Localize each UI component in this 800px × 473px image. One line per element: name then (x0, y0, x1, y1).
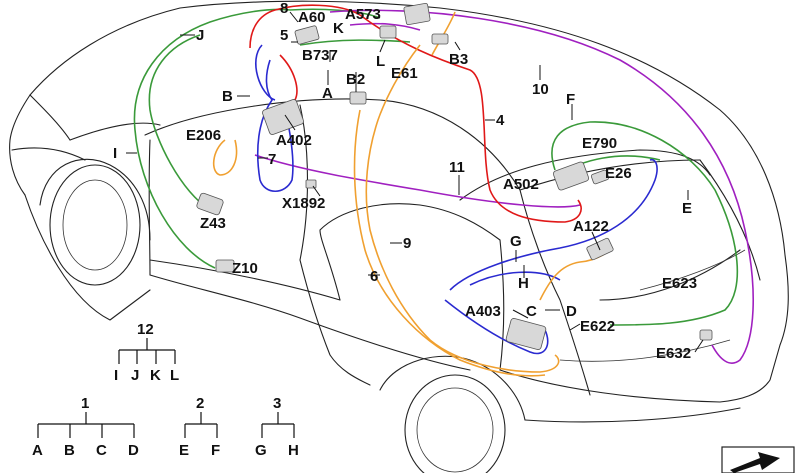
label-z10: Z10 (232, 260, 258, 277)
label-b2: B2 (346, 71, 365, 88)
legend-12-item-k: K (150, 367, 161, 384)
wire-harness-purple (254, 9, 755, 364)
label-f: F (566, 91, 575, 108)
label-e790: E790 (582, 135, 617, 152)
label-h: H (518, 275, 529, 292)
part-x1892 (305, 179, 317, 189)
label-e206: E206 (186, 127, 221, 144)
label-a402: A402 (276, 132, 312, 149)
legend-2-item-e: E (179, 442, 189, 459)
legend-1-item-c: C (96, 442, 107, 459)
legend-3-item-g: G (255, 442, 267, 459)
label-l: L (376, 53, 385, 70)
label-d: D (566, 303, 577, 320)
label-a122: A122 (573, 218, 609, 235)
label-c: C (526, 303, 537, 320)
part-e632 (699, 329, 713, 341)
label-a60: A60 (298, 9, 326, 26)
part-b3 (431, 33, 449, 45)
part-a502 (552, 161, 590, 191)
part-b737 (379, 25, 397, 39)
legend-group-12: 12 I J K L (114, 321, 179, 384)
label-8: 8 (280, 0, 288, 17)
legend-group-2: 2 E F (179, 395, 220, 459)
legend-2-item-f: F (211, 442, 220, 459)
label-a: A (322, 85, 333, 102)
legend-2-title: 2 (196, 395, 204, 412)
label-e: E (682, 200, 692, 217)
legend-1-item-b: B (64, 442, 75, 459)
leader-lines (126, 11, 704, 353)
legend-12-item-j: J (131, 367, 139, 384)
label-i: I (113, 145, 117, 162)
component-parts (196, 2, 713, 350)
wire-harness-orange (212, 11, 613, 377)
label-4: 4 (496, 112, 505, 129)
legend-12-item-i: I (114, 367, 118, 384)
wire-harness-red (249, 4, 582, 223)
label-x1892: X1892 (282, 195, 325, 212)
label-b: B (222, 88, 233, 105)
label-e26: E26 (605, 165, 632, 182)
label-a403: A403 (465, 303, 501, 320)
legend-3-item-h: H (288, 442, 299, 459)
legend-1-item-a: A (32, 442, 43, 459)
label-k: K (333, 20, 344, 37)
label-z43: Z43 (200, 215, 226, 232)
part-b2 (349, 91, 367, 105)
label-e61: E61 (391, 65, 418, 82)
label-10: 10 (532, 81, 549, 98)
legend-1-title: 1 (81, 395, 89, 412)
legend-group-1: 1 A B C D (32, 395, 139, 459)
legend-1-item-d: D (128, 442, 139, 459)
part-z10 (215, 259, 235, 273)
label-5: 5 (280, 27, 288, 44)
part-a573 (403, 2, 431, 26)
label-j: J (196, 27, 204, 44)
label-a573: A573 (345, 6, 381, 23)
legend-12-item-l: L (170, 367, 179, 384)
label-e622: E622 (580, 318, 615, 335)
component-labels: 8 A60 A573 K 5 J B737 B3 B2 L E61 A 10 B… (113, 0, 697, 362)
part-z43 (196, 192, 224, 216)
label-a502: A502 (503, 176, 539, 193)
label-e623: E623 (662, 275, 697, 292)
part-a60 (294, 25, 320, 45)
part-a402 (262, 99, 304, 135)
label-b3: B3 (449, 51, 468, 68)
legend-12-title: 12 (137, 321, 154, 338)
legend-group-3: 3 G H (255, 395, 299, 459)
label-6: 6 (370, 268, 378, 285)
label-b737: B737 (302, 47, 338, 64)
label-9: 9 (403, 235, 411, 252)
legend-3-title: 3 (273, 395, 281, 412)
part-a403 (505, 318, 547, 350)
label-e632: E632 (656, 345, 691, 362)
part-e26 (590, 169, 610, 185)
label-7: 7 (268, 151, 276, 168)
direction-arrow-icon (721, 446, 795, 473)
label-g: G (510, 233, 522, 250)
label-11: 11 (449, 159, 465, 176)
